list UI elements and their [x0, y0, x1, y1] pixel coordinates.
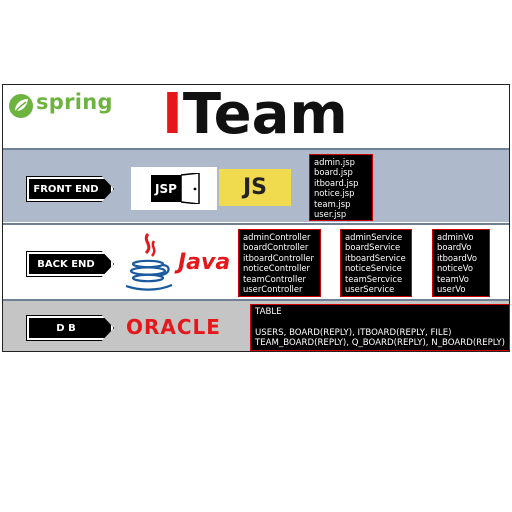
door-icon — [181, 173, 200, 204]
controller-item: itboardController — [243, 252, 314, 263]
table-list-line-1: USERS, BOARD(REPLY), ITBOARD(REPLY, FILE… — [255, 327, 452, 338]
frontend-file-item: admin.jsp — [314, 157, 355, 167]
frontend-file-item: board.jsp — [314, 167, 353, 178]
service-item: userService — [345, 284, 395, 295]
vo-item: teamVo — [437, 273, 469, 284]
separator — [3, 148, 509, 150]
backend-label-arrow: BACK END — [26, 251, 114, 277]
frontend-file-item: notice.jsp — [314, 188, 355, 199]
db-label-arrow: D B — [26, 315, 114, 341]
controller-item: boardController — [243, 242, 309, 253]
service-item: teamSercvice — [345, 273, 403, 284]
service-item: boardService — [345, 242, 401, 253]
js-logo: JS — [219, 169, 291, 206]
service-item: noticeService — [345, 263, 402, 274]
oracle-logo-text: ORACLE — [126, 315, 221, 339]
db-tables-box: TABLE USERS, BOARD(REPLY), ITBOARD(REPLY… — [250, 304, 510, 351]
frontend-file-item: itboard.jsp — [314, 177, 359, 188]
controller-item: adminController — [243, 232, 311, 242]
vo-item: itboardVo — [437, 252, 477, 263]
page-title: ITeam — [162, 80, 348, 150]
frontend-file-item: user.jsp — [314, 209, 347, 220]
vo-item: boardVo — [437, 242, 472, 253]
controller-item: noticeController — [243, 263, 310, 274]
java-cup-icon — [120, 231, 176, 293]
table-list-line-2: TEAM_BOARD(REPLY), Q_BOARD(REPLY), N_BOA… — [255, 338, 506, 349]
title-accent: I — [162, 82, 183, 147]
controller-item: userController — [243, 284, 303, 295]
service-item: adminService — [345, 232, 403, 242]
controller-item: teamController — [243, 273, 306, 284]
spring-leaf-icon — [8, 93, 34, 119]
java-logo-text: Java — [178, 250, 231, 275]
title-rest: Team — [182, 82, 348, 147]
frontend-file-item: team.jsp — [314, 198, 351, 209]
service-item: itboardService — [345, 252, 406, 263]
table-heading: TABLE — [255, 307, 282, 317]
separator — [3, 223, 509, 225]
separator — [3, 299, 509, 301]
jsp-logo: JSP — [131, 167, 217, 210]
vo-item: userVo — [437, 284, 466, 295]
frontend-label-arrow: FRONT END — [26, 176, 114, 202]
vo-item: noticeVo — [437, 263, 474, 274]
diagram-frame — [2, 84, 510, 352]
spring-logo-text: spring — [36, 90, 113, 114]
vo-item: adminVo — [437, 232, 474, 242]
